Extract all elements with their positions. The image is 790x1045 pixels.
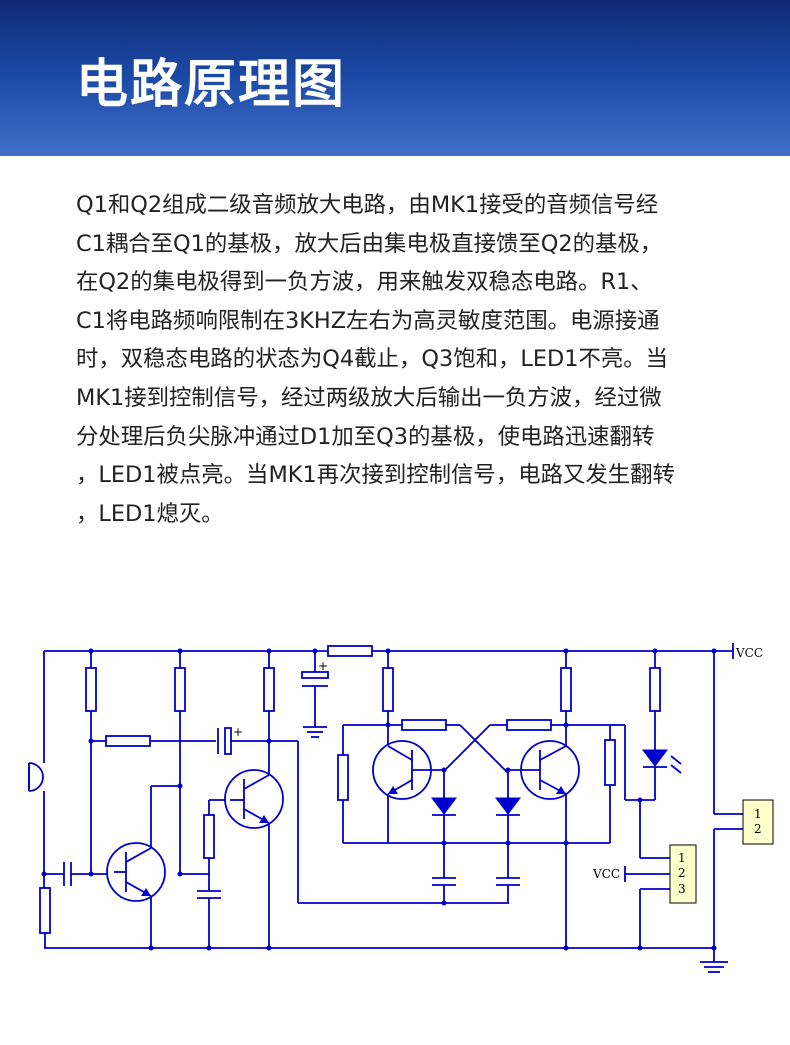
microphone-icon [28,651,45,888]
resistor-icon [506,719,552,731]
transistor-icon [508,740,580,800]
connector3-pin3: 3 [678,882,686,896]
resistor-icon [382,667,394,712]
page-title: 电路原理图 [76,55,347,115]
connector3-pin2: 2 [678,866,686,880]
resistor-icon [85,667,97,712]
connector2-pin1: 1 [754,807,762,821]
svg-text:+: + [318,659,328,673]
ground-icon [303,726,327,738]
junction-dots [41,648,717,951]
capacitor-icon [496,877,520,886]
resistor-icon [327,645,373,657]
resistor-icon [105,735,151,747]
resistor-icon [604,739,616,786]
resistor-icon [649,667,661,712]
resistor-icon [337,754,349,801]
cross-link-a [459,724,509,774]
resistor-icon [560,667,572,712]
cross-link-b [443,724,491,772]
diode-icon [431,797,457,816]
diode-icon [495,797,521,816]
ground-icon [700,961,728,973]
capacitor-icon: + [217,725,243,755]
resistor-icon [174,667,186,712]
transistor-icon [224,769,284,829]
capacitor-icon [197,890,221,899]
capacitor-icon [63,862,72,886]
connector3-pin1: 1 [678,851,686,865]
page-header: 电路原理图 [0,0,790,156]
resistor-icon [263,667,275,712]
resistor-icon [401,719,447,731]
connector2-pin2: 2 [754,822,762,836]
capacitor-icon [432,877,456,886]
led-icon [642,749,682,774]
resistor-icon [203,814,215,859]
vcc-top-label: VCC [735,646,763,660]
transistor-icon [372,740,444,800]
transistor-icon [106,842,166,902]
svg-text:+: + [233,725,243,739]
vcc-left-label: VCC [592,867,620,881]
circuit-description: Q1和Q2组成二级音频放大电路，由MK1接受的音频信号经 C1耦合至Q1的基极，… [76,192,675,527]
connector-2pin [742,799,774,845]
resistor-icon [39,887,51,934]
